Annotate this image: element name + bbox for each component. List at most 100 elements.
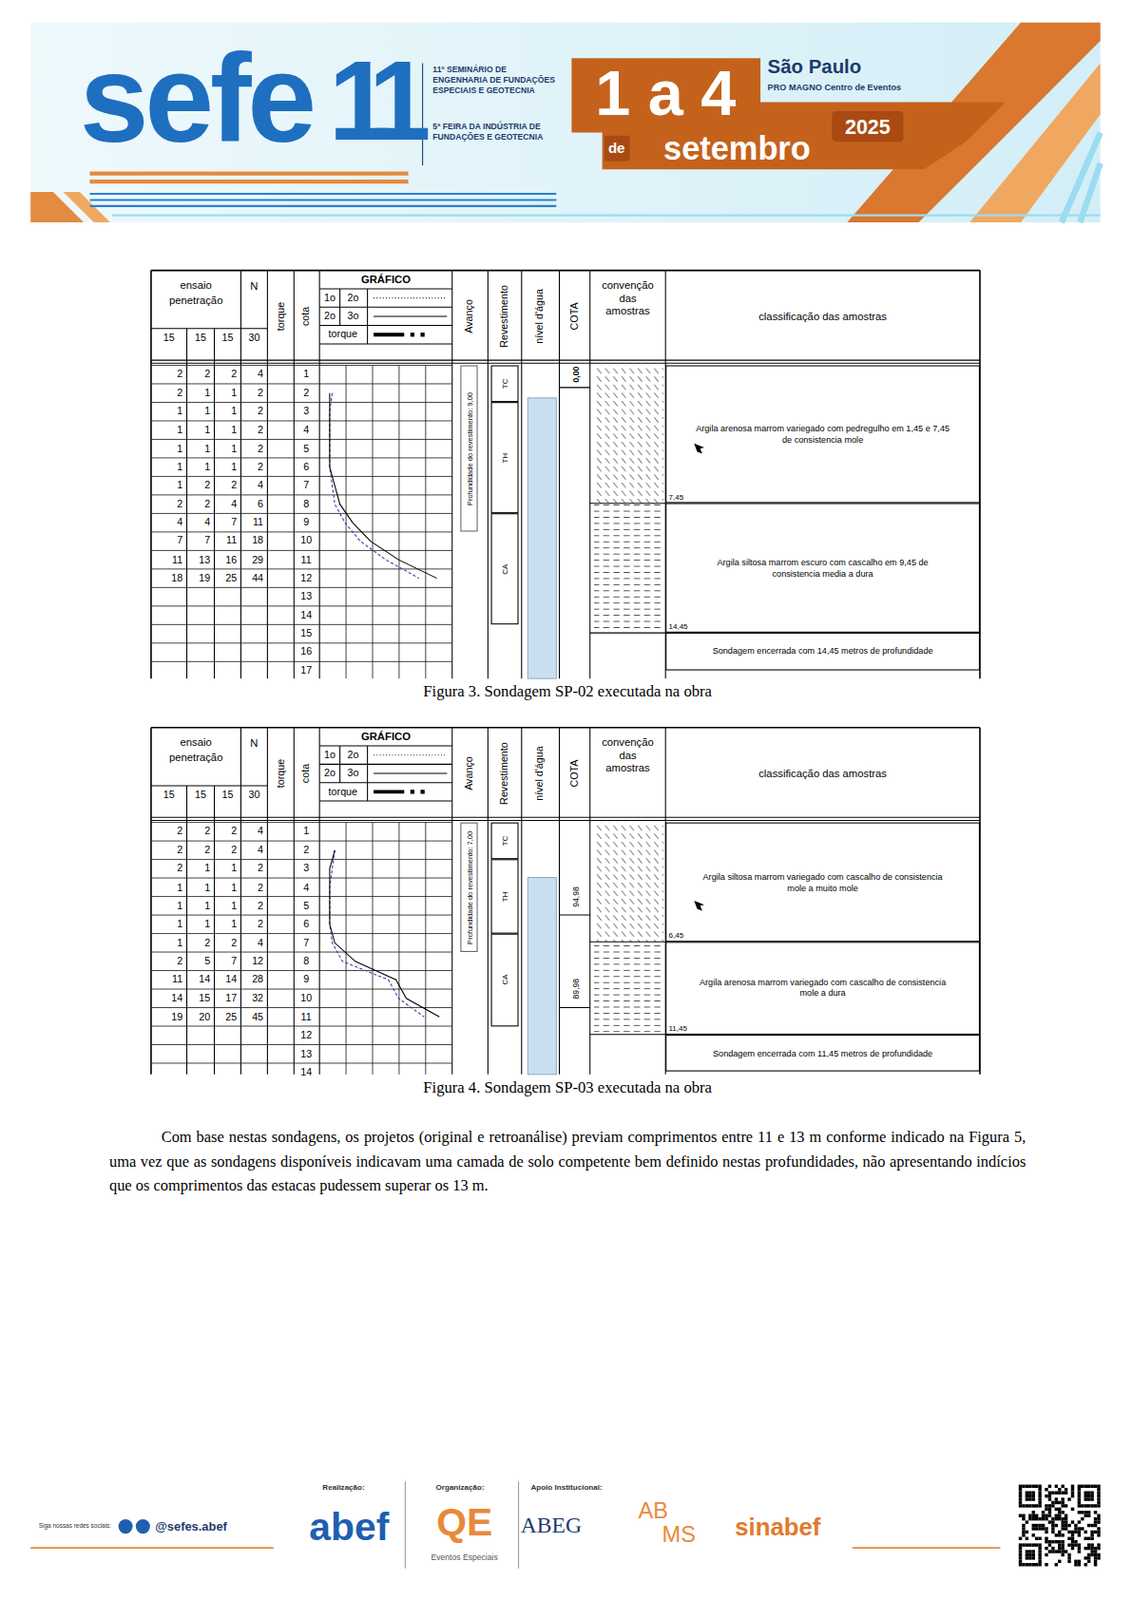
- table-cell: 1: [230, 423, 237, 437]
- table-cell: 2: [257, 386, 264, 400]
- qr-module: [1067, 1497, 1071, 1501]
- qr-module: [1096, 1517, 1100, 1521]
- table-rule: [590, 941, 666, 943]
- column-header: Avanço: [463, 299, 477, 334]
- banner-stripe: [1079, 163, 1100, 223]
- table-cell: 1: [230, 918, 237, 931]
- qr-module: [1096, 1520, 1100, 1524]
- table-cell: 2: [176, 863, 183, 876]
- qr-module: [1037, 1537, 1041, 1541]
- table-cell: 1: [204, 881, 211, 894]
- qr-module: [1074, 1540, 1077, 1544]
- table-rule: [451, 728, 453, 1075]
- qr-module: [1048, 1508, 1052, 1512]
- qr-module: [1090, 1554, 1094, 1557]
- depth-number: 16: [300, 646, 312, 659]
- table-cell: 2: [257, 918, 264, 931]
- qr-module: [1084, 1531, 1088, 1535]
- graph-legend-line: [373, 297, 447, 299]
- event-date: de: [608, 139, 626, 157]
- table-cell: 2: [204, 479, 211, 493]
- qr-module: [1035, 1524, 1038, 1528]
- layer-description: Argila arenosa marrom variegado com pedr…: [666, 423, 979, 446]
- column-header: 15: [222, 788, 234, 802]
- qr-module: [1055, 1501, 1058, 1505]
- graph-legend-line: [373, 789, 404, 794]
- sponsor-logo: ABEG: [520, 1512, 582, 1539]
- qr-module: [1060, 1524, 1064, 1528]
- sponsor-logo: sinabef: [734, 1513, 821, 1543]
- table-cell: 1: [176, 918, 183, 931]
- table-cell: 1: [176, 405, 183, 419]
- qr-module: [1037, 1527, 1041, 1531]
- qr-module: [1048, 1540, 1052, 1544]
- event-venue: PRO MAGNO Centro de Eventos: [767, 82, 902, 94]
- qr-module: [1067, 1543, 1071, 1547]
- banner-stripe: [90, 205, 557, 208]
- table-cell: 4: [204, 517, 211, 530]
- layer-description: Argila siltosa marrom variegado com casc…: [666, 871, 979, 894]
- depth-number: 14: [300, 609, 312, 622]
- table-cell: 2: [176, 825, 183, 839]
- table-cell: 14: [225, 974, 237, 987]
- table-cell: 28: [251, 974, 264, 987]
- qr-module: [1087, 1485, 1091, 1489]
- table-cell: 14: [198, 974, 211, 987]
- qr-module: [1055, 1485, 1058, 1489]
- qr-module: [1051, 1527, 1055, 1531]
- table-rule: [319, 728, 321, 1075]
- depth-number: 3: [303, 405, 309, 419]
- qr-module: [1093, 1485, 1097, 1489]
- casing-box: TC: [491, 823, 519, 861]
- graph-key: 2o: [347, 291, 360, 305]
- table-cell: 2: [204, 937, 211, 950]
- qr-module: [1090, 1495, 1094, 1498]
- qr-module: [1077, 1495, 1081, 1498]
- depth-number: 5: [303, 900, 309, 913]
- qr-module: [1057, 1531, 1061, 1535]
- qr-module: [1041, 1511, 1045, 1515]
- table-cell: 1: [230, 900, 237, 913]
- qr-module: [1018, 1547, 1022, 1551]
- column-header: classificação das amostras: [758, 309, 887, 324]
- depth-number: 12: [300, 1029, 312, 1042]
- table-rule: [559, 1007, 591, 1009]
- table-cell: 2: [257, 423, 264, 437]
- qr-module: [1028, 1491, 1032, 1495]
- qr-module: [1051, 1547, 1055, 1551]
- qr-module: [1035, 1485, 1038, 1489]
- layer-description: Sondagem encerrada com 14,45 metros de p…: [702, 646, 943, 657]
- qr-module: [1077, 1560, 1081, 1564]
- table-cell: 2: [257, 863, 264, 876]
- table-cell: 18: [171, 572, 183, 585]
- date-badge: [604, 135, 631, 162]
- column-header: 30: [248, 788, 260, 802]
- qr-module: [1051, 1504, 1055, 1508]
- sponsor-logo: MS: [661, 1521, 695, 1549]
- depth-number: 11: [301, 1011, 312, 1024]
- footer-separator: [518, 1481, 519, 1569]
- depth-number: 8: [303, 955, 309, 968]
- qr-module: [1048, 1504, 1052, 1508]
- table-rule: [240, 270, 242, 680]
- qr-module: [1044, 1508, 1048, 1512]
- table-cell: 1: [230, 386, 237, 400]
- depth-number: 13: [300, 591, 312, 604]
- qr-module: [1084, 1537, 1088, 1541]
- qr-module: [1025, 1556, 1029, 1560]
- qr-module: [1021, 1504, 1025, 1508]
- qr-module: [1044, 1495, 1048, 1498]
- qr-module: [1096, 1554, 1100, 1557]
- qr-module: [1093, 1531, 1097, 1535]
- qr-module: [1074, 1524, 1077, 1528]
- spt-curve: [329, 393, 438, 579]
- qr-module: [1080, 1527, 1084, 1531]
- column-header: Revestimento: [498, 285, 511, 348]
- table-rule: [319, 270, 321, 680]
- footer-heading: Organização:: [436, 1483, 485, 1494]
- qr-module: [1032, 1495, 1036, 1498]
- qr-module: [1028, 1554, 1032, 1557]
- qr-module: [1048, 1495, 1052, 1498]
- qr-module: [1087, 1515, 1091, 1518]
- elevation-value: 94,98: [572, 886, 582, 908]
